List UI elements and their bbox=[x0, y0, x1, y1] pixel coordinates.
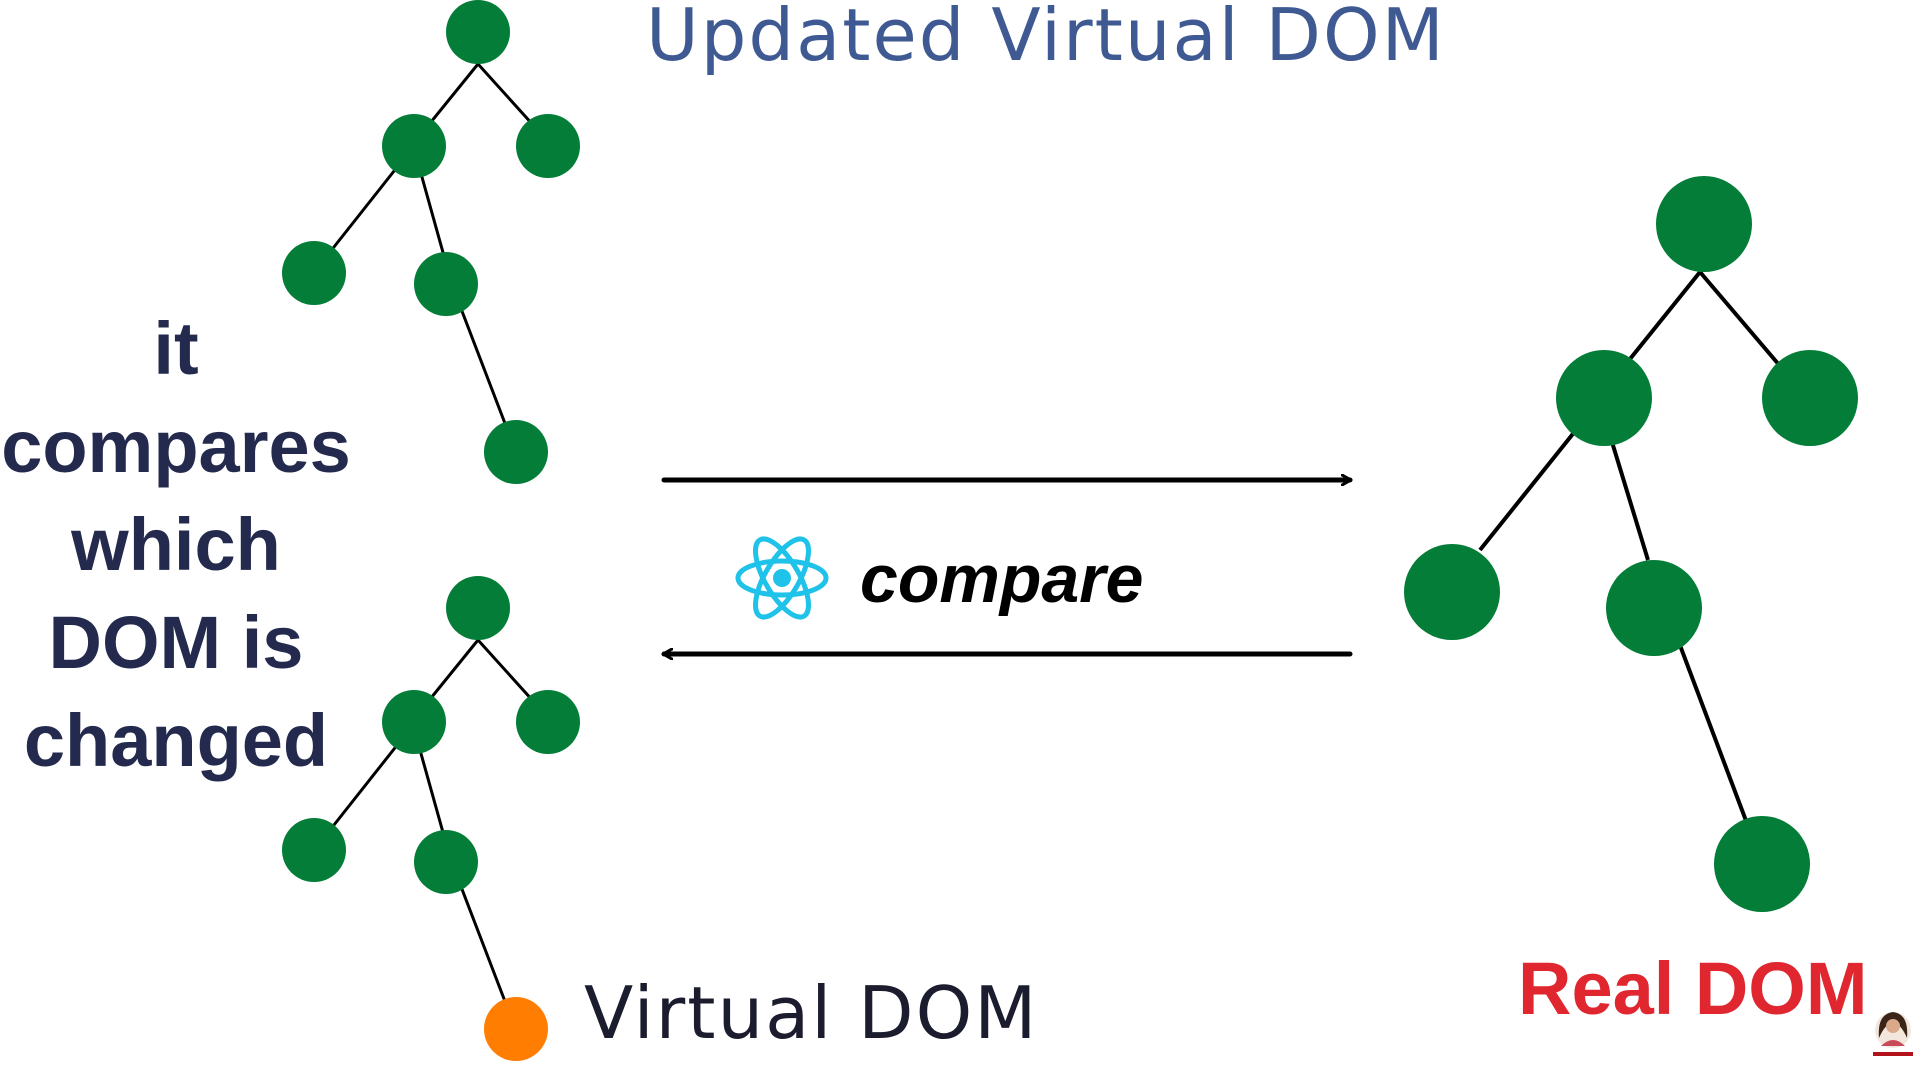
tree-node bbox=[446, 576, 510, 640]
tree-node bbox=[446, 0, 510, 64]
virtual-dom-tree bbox=[282, 576, 580, 1061]
tree-edge bbox=[328, 165, 400, 253]
tree-edge bbox=[328, 743, 400, 831]
tree-edge bbox=[476, 62, 536, 128]
tree-node bbox=[484, 420, 548, 484]
tree-node bbox=[282, 818, 346, 882]
tree-node bbox=[382, 114, 446, 178]
tree-edge bbox=[418, 169, 446, 257]
tree-edge bbox=[458, 305, 508, 427]
tree-node bbox=[1404, 544, 1500, 640]
tree-edge bbox=[1676, 639, 1750, 827]
updated-virtual-dom-label: Updated Virtual DOM bbox=[646, 0, 1446, 77]
left-caption-line: which bbox=[70, 503, 281, 586]
tree-node bbox=[516, 690, 580, 754]
tree-edge bbox=[1698, 270, 1782, 368]
left-caption-line: it bbox=[153, 307, 198, 390]
tree-edge bbox=[458, 883, 508, 1005]
tree-node bbox=[1656, 176, 1752, 272]
left-caption-line: DOM is bbox=[49, 601, 304, 684]
tree-edge bbox=[476, 638, 536, 704]
react-atom-icon bbox=[735, 536, 829, 620]
virtual-dom-label: Virtual DOM bbox=[584, 971, 1038, 1055]
compare-label: compare bbox=[860, 541, 1143, 617]
tree-node bbox=[414, 830, 478, 894]
tree-node bbox=[382, 690, 446, 754]
left-caption-line: compares bbox=[1, 405, 351, 488]
tree-edge bbox=[1610, 441, 1650, 561]
tree-edge bbox=[1478, 428, 1578, 552]
tree-node bbox=[282, 241, 346, 305]
tree-edge bbox=[1624, 270, 1702, 366]
tree-node bbox=[516, 114, 580, 178]
tree-node bbox=[1606, 560, 1702, 656]
tree-edge bbox=[418, 749, 446, 837]
tree-node bbox=[1762, 350, 1858, 446]
tree-node bbox=[414, 252, 478, 316]
tree-node bbox=[1556, 350, 1652, 446]
left-caption: it compares which DOM is changed bbox=[1, 307, 351, 782]
real-dom-tree bbox=[1404, 176, 1858, 912]
subscribe-avatar[interactable] bbox=[1873, 1012, 1913, 1056]
left-caption-line: changed bbox=[24, 699, 328, 782]
real-dom-label: Real DOM bbox=[1518, 947, 1868, 1030]
updated-virtual-dom-tree bbox=[282, 0, 580, 484]
tree-node bbox=[1714, 816, 1810, 912]
changed-node bbox=[484, 997, 548, 1061]
